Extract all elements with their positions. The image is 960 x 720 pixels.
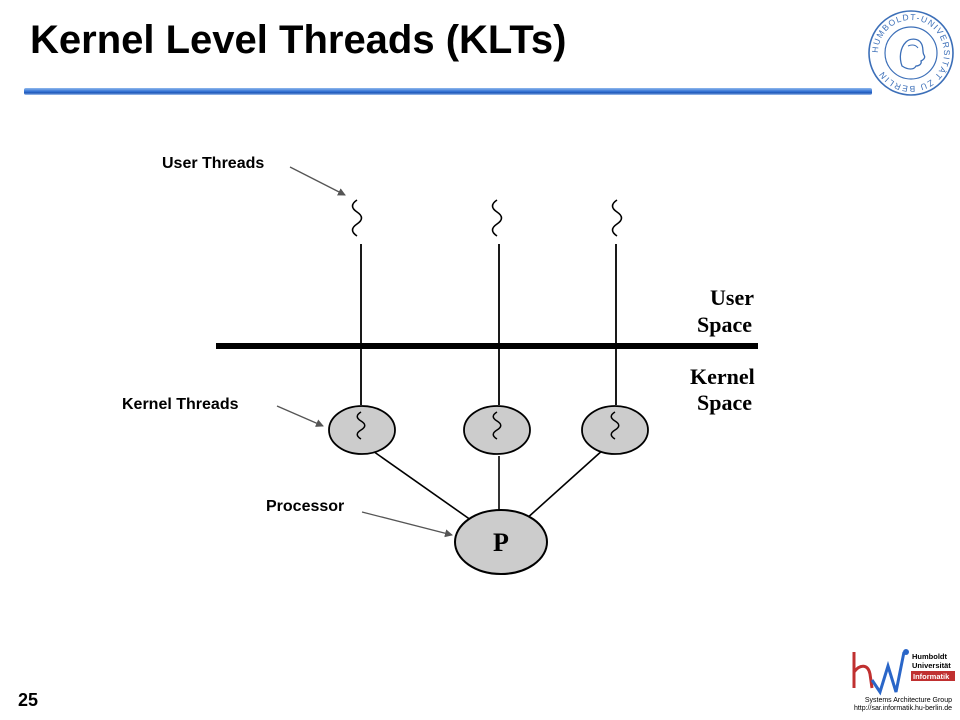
kernel-thread-1-icon bbox=[356, 411, 366, 440]
page-number: 25 bbox=[18, 690, 39, 710]
processor-label: Processor bbox=[266, 498, 344, 515]
processor-arrow bbox=[361, 511, 453, 538]
university-seal-icon: HUMBOLDT-UNIVERSITÄT ZU BERLIN bbox=[868, 10, 954, 96]
kernel-thread-2 bbox=[463, 405, 531, 455]
user-threads-label: User Threads bbox=[162, 155, 264, 172]
kernel-threads-arrow bbox=[276, 405, 324, 427]
kernel-space-label: Space bbox=[697, 390, 752, 415]
kernel-thread-3-icon bbox=[610, 411, 620, 440]
processor-symbol: P bbox=[493, 528, 509, 557]
logo-text-humboldt: Humboldt bbox=[912, 652, 947, 661]
kernel-to-processor-link bbox=[524, 448, 605, 521]
user-space-label: Space bbox=[697, 312, 752, 337]
user-threads-arrow bbox=[289, 166, 346, 196]
kernel-to-processor-link bbox=[369, 448, 479, 526]
user-space-label: User bbox=[710, 285, 754, 310]
user-thread-3-icon bbox=[611, 199, 623, 237]
footer-group: Systems Architecture Group bbox=[864, 697, 952, 704]
footer-url: http://sar.informatik.hu-berlin.de bbox=[853, 705, 952, 712]
hu-informatik-logo: Humboldt Universität Informatik bbox=[852, 649, 955, 696]
kernel-thread-1 bbox=[328, 405, 396, 455]
slide-title: Kernel Level Threads (KLTs) bbox=[30, 18, 567, 62]
kernel-threads-label: Kernel Threads bbox=[122, 396, 239, 413]
user-thread-1-icon bbox=[351, 199, 363, 237]
kernel-thread-2-icon bbox=[492, 411, 502, 440]
logo-text-informatik: Informatik bbox=[913, 672, 950, 681]
title-divider bbox=[24, 88, 872, 95]
logo-text-universitaet: Universität bbox=[912, 661, 951, 670]
kernel-thread-3 bbox=[581, 405, 649, 455]
processor-node: P bbox=[454, 509, 548, 575]
footer-credits: Systems Architecture Group http://sar.in… bbox=[854, 697, 952, 713]
user-thread-2-icon bbox=[491, 199, 503, 237]
kernel-space-label: Kernel bbox=[690, 364, 755, 389]
